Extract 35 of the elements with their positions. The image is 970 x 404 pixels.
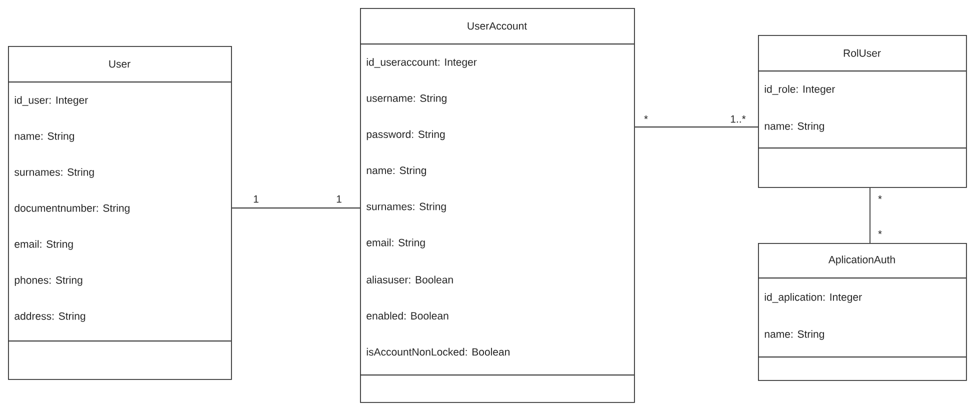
multiplicity: 1: [254, 195, 258, 203]
class-name: UserAccount: [468, 22, 527, 30]
attribute: phones: String: [14, 276, 82, 286]
class-name: RolUser: [844, 49, 881, 57]
multiplicity: *: [878, 230, 882, 234]
attribute: email: String: [14, 240, 73, 250]
attribute: username: String: [366, 94, 446, 104]
class-name: AplicationAuth: [828, 256, 895, 266]
class-box: [758, 243, 967, 381]
attribute: enabled: Boolean: [366, 312, 448, 320]
class-box: [360, 8, 635, 403]
attribute: name: String: [14, 132, 74, 142]
multiplicity: *: [878, 195, 882, 200]
multiplicity: 1..*: [730, 115, 746, 123]
attribute: surnames: String: [366, 202, 446, 212]
attribute: address: String: [14, 312, 86, 322]
class-name: User: [109, 60, 130, 68]
attribute: documentnumber: String: [14, 204, 130, 214]
multiplicity: *: [644, 115, 648, 120]
multiplicity: 1: [336, 195, 342, 203]
attribute: name: String: [366, 166, 426, 176]
attribute: id_aplication: Integer: [764, 293, 862, 303]
class-box: [8, 46, 232, 380]
attribute: id_user: Integer: [14, 96, 88, 106]
attribute: email: String: [366, 238, 425, 248]
attribute: aliasuser: Boolean: [366, 276, 453, 284]
attribute: name: String: [764, 330, 824, 340]
attribute: id_role: Integer: [764, 85, 836, 95]
attribute: password: String: [366, 130, 445, 140]
attribute: surnames: String: [14, 168, 94, 178]
attribute: name: String: [764, 122, 824, 132]
attribute: isAccountNonLocked: Boolean: [366, 348, 510, 356]
association-line: [634, 126, 758, 128]
class-box: [758, 35, 967, 188]
attribute: id_useraccount: Integer: [366, 58, 477, 68]
